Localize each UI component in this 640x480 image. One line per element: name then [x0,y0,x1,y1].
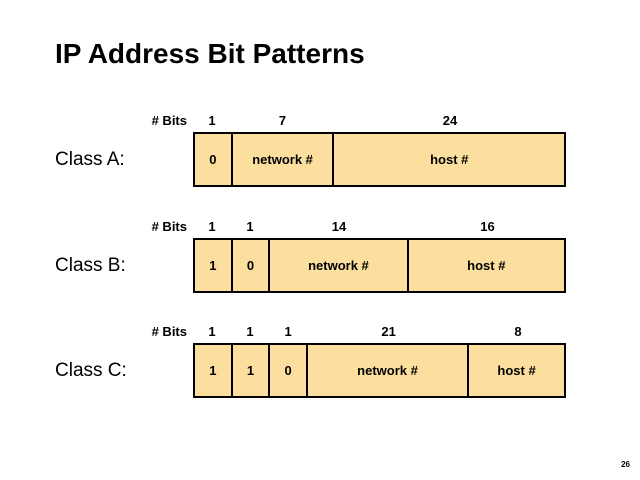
bits-count: 24 [442,113,458,128]
bit-field-cell: network # [307,345,470,396]
page-title: IP Address Bit Patterns [55,38,365,69]
class-row-b: Class B: 1 0 network # host # [0,238,640,293]
bit-field-cell: 0 [270,345,308,396]
bits-header-label-b: # Bits [151,219,187,234]
bit-field-cell: network # [270,240,409,291]
bit-field-cell: 0 [232,240,271,291]
bit-field-cell: 1 [195,345,233,396]
bit-field-cell: network # [232,134,335,185]
class-block-c: # Bits 1 1 1 21 8 Class C: 1 1 0 network… [0,323,640,398]
bit-pattern-table-c: 1 1 0 network # host # [193,343,566,398]
class-label-c: Class C: [55,359,127,381]
bits-header-label-c: # Bits [151,324,187,339]
class-block-a: # Bits 1 7 24 Class A: 0 network # host … [0,112,640,187]
bits-count: 1 [208,113,216,128]
bits-header-row-b: # Bits 1 1 14 16 [152,218,566,238]
bits-number-list-c: 1 1 1 21 8 [193,323,566,341]
class-label-b: Class B: [55,254,126,276]
bits-header-label-a: # Bits [151,113,187,128]
bits-count: 7 [278,113,287,128]
bit-field-cell: host # [469,345,564,396]
bits-header-row-c: # Bits 1 1 1 21 8 [152,323,566,343]
bits-count: 1 [208,324,216,339]
class-row-c: Class C: 1 1 0 network # host # [0,343,640,398]
bits-count: 1 [246,324,254,339]
bits-count: 14 [331,219,347,234]
bit-pattern-table-a: 0 network # host # [193,132,566,187]
bits-count: 1 [284,324,292,339]
bits-count: 1 [208,219,216,234]
bits-count: 21 [381,324,396,339]
bit-field-cell: 1 [195,240,233,291]
bit-field-cell: 0 [195,134,233,185]
bit-field-cell: 1 [232,345,271,396]
class-row-a: Class A: 0 network # host # [0,132,640,187]
bits-number-list-b: 1 1 14 16 [193,218,566,236]
bits-header-row-a: # Bits 1 7 24 [152,112,566,132]
class-block-b: # Bits 1 1 14 16 Class B: 1 0 network # … [0,218,640,293]
bits-count: 1 [246,219,254,234]
bits-count: 16 [480,219,495,234]
bit-field-cell: host # [408,240,564,291]
bit-pattern-table-b: 1 0 network # host # [193,238,566,293]
bits-number-list-a: 1 7 24 [193,112,566,130]
bit-field-cell: host # [334,134,564,185]
bits-count: 8 [514,324,522,339]
class-label-a: Class A: [55,148,125,170]
page-number: 26 [621,460,630,469]
